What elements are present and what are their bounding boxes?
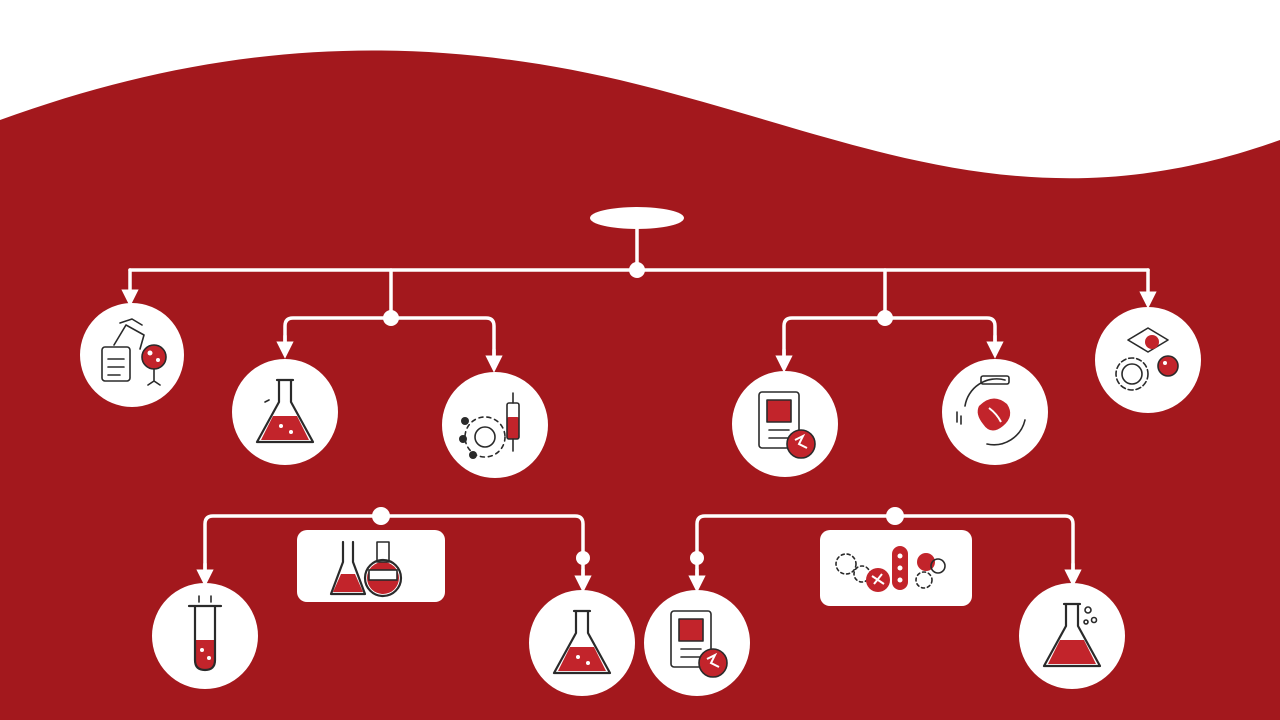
book-bacteria-icon — [670, 610, 728, 678]
flask-bubbles-icon — [1042, 602, 1102, 668]
node-flask-bubbles — [1019, 583, 1125, 689]
test-tube-icon — [187, 595, 223, 672]
node-cells-syringe — [442, 372, 548, 478]
node-test-tube — [152, 583, 258, 689]
junction-dots — [372, 262, 904, 565]
node-book-bacteria-1 — [732, 371, 838, 477]
lab-book-microbe-icon — [101, 318, 167, 386]
group-box-microbes — [820, 530, 972, 606]
gear-microbe-icon — [1115, 327, 1179, 391]
recycle-bacteria-icon — [956, 375, 1026, 446]
erlenmeyer-flask-icon — [255, 378, 315, 444]
cells-syringe-icon — [459, 392, 520, 459]
microbes-cluster-icon — [835, 546, 946, 592]
node-flask-1 — [232, 359, 338, 465]
node-gear-microbe — [1095, 307, 1201, 413]
node-lab-book — [80, 303, 184, 407]
node-recycle-bacteria — [942, 359, 1048, 465]
book-bacteria-icon — [758, 391, 816, 459]
flasks-icon — [329, 540, 403, 598]
node-book-bacteria-2 — [644, 590, 750, 696]
group-box-flasks — [297, 530, 445, 602]
erlenmeyer-flask-icon — [552, 609, 612, 675]
node-flask-2 — [529, 590, 635, 696]
root-node — [590, 207, 684, 229]
